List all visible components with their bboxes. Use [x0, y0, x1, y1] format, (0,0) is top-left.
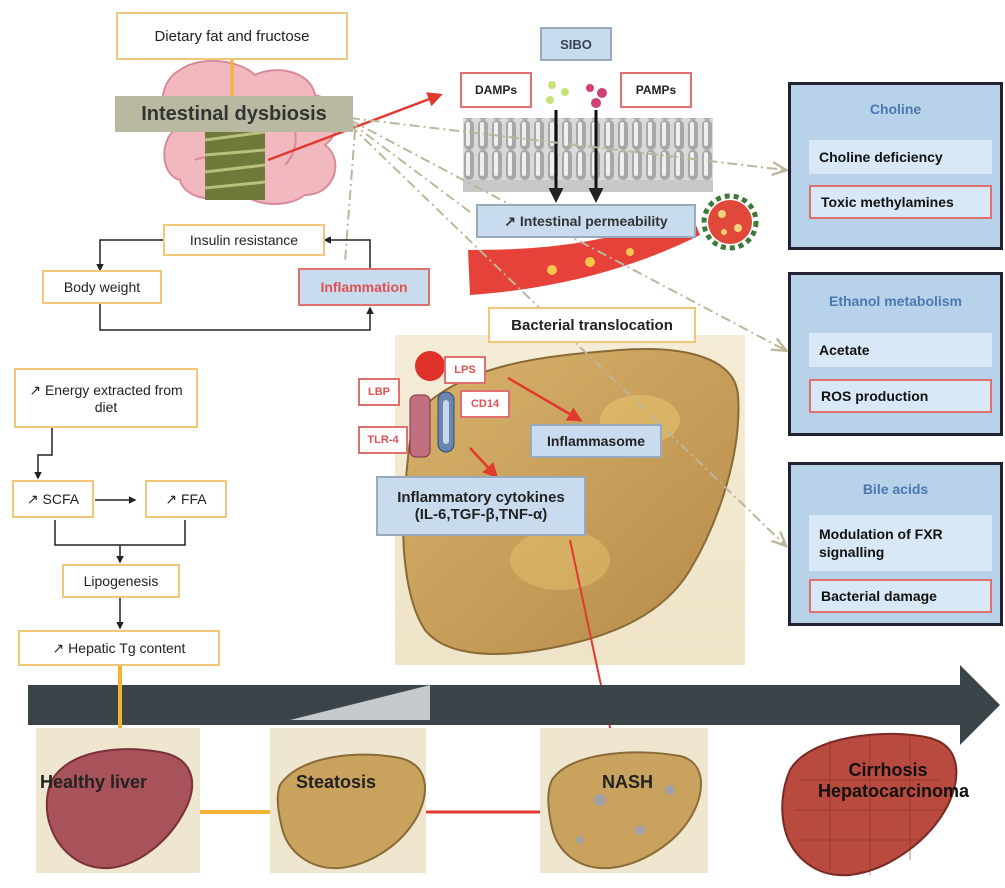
intestinal-wall-illustration [463, 118, 713, 192]
damp-particles [546, 81, 569, 104]
intestinal-dysbiosis-label: Intestinal dysbiosis [141, 103, 327, 126]
cirrhosis-label: Cirrhosis Hepatocarcinoma [818, 760, 958, 802]
lipogenesis-label: Lipogenesis [84, 573, 159, 589]
scfa-label: ↗ SCFA [27, 491, 79, 508]
toxic-methylamines-item: Toxic methylamines [809, 185, 992, 219]
lps-label: LPS [454, 364, 475, 376]
inflammation-label: Inflammation [320, 279, 407, 295]
hepatic-tg-box: ↗ Hepatic Tg content [18, 630, 220, 666]
cirrhosis-label-line1: Cirrhosis [818, 760, 958, 781]
intestinal-permeability-label: ↗ Intestinal permeability [504, 213, 667, 230]
body-weight-box: Body weight [42, 270, 162, 304]
choline-deficiency-item: Choline deficiency [809, 140, 992, 174]
intestine-illustration [162, 61, 337, 204]
pamps-box: PAMPs [620, 72, 692, 108]
sibo-label: SIBO [560, 37, 592, 52]
cytokines-label-line2: (IL-6,TGF-β,TNF-α) [415, 506, 548, 523]
healthy-liver-label: Healthy liver [40, 772, 147, 793]
bacterium-icon [704, 196, 756, 248]
bacterial-translocation-label: Bacterial translocation [511, 317, 673, 334]
bile-acids-title: Bile acids [791, 481, 1000, 497]
inflammation-to-insulin-arrow [325, 240, 370, 268]
hepatic-tg-label: ↗ Hepatic Tg content [53, 640, 186, 657]
choline-panel: Choline Choline deficiency Toxic methyla… [788, 82, 1003, 250]
tlr4-label: TLR-4 [367, 434, 398, 446]
sibo-box: SIBO [540, 27, 612, 61]
cd14-label: CD14 [471, 398, 499, 410]
ffa-label: ↗ FFA [165, 491, 206, 508]
bile-acids-panel: Bile acids Modulation of FXR signalling … [788, 462, 1003, 626]
cirrhosis-liver-illustration [782, 734, 956, 875]
choline-title: Choline [791, 101, 1000, 117]
ethanol-panel: Ethanol metabolism Acetate ROS productio… [788, 272, 1003, 436]
pamps-label: PAMPs [636, 83, 676, 97]
ros-production-item: ROS production [809, 379, 992, 413]
body-weight-label: Body weight [64, 279, 140, 295]
inflammation-box: Inflammation [298, 268, 430, 306]
lps-box: LPS [444, 356, 486, 384]
insulin-resistance-label: Insulin resistance [190, 232, 298, 248]
energy-extracted-label: ↗ Energy extracted from diet [26, 382, 186, 415]
cirrhosis-label-line2: Hepatocarcinoma [818, 781, 958, 802]
nash-label: NASH [602, 772, 653, 793]
pamp-particles [586, 84, 607, 108]
steatosis-label: Steatosis [296, 772, 376, 793]
dietary-fat-label: Dietary fat and fructose [154, 28, 309, 45]
inflammasome-box: Inflammasome [530, 424, 662, 458]
lbp-box: LBP [358, 378, 400, 406]
scfa-ffa-to-lipogenesis-arrow [55, 520, 185, 562]
energy-extracted-box: ↗ Energy extracted from diet [14, 368, 198, 428]
acetate-item: Acetate [809, 333, 992, 367]
insulin-resistance-box: Insulin resistance [163, 224, 325, 256]
damps-label: DAMPs [475, 83, 517, 97]
bacterial-damage-item: Bacterial damage [809, 579, 992, 613]
damps-box: DAMPs [460, 72, 532, 108]
scfa-box: ↗ SCFA [12, 480, 94, 518]
fxr-modulation-item: Modulation of FXR signalling [809, 515, 992, 571]
intestinal-dysbiosis-box: Intestinal dysbiosis [115, 96, 353, 132]
insulin-to-bodyweight-arrow [100, 240, 163, 270]
cytokines-label-line1: Inflammatory cytokines [397, 489, 565, 506]
intestinal-permeability-box: ↗ Intestinal permeability [476, 204, 696, 238]
inflammatory-cytokines-box: Inflammatory cytokines (IL-6,TGF-β,TNF-α… [376, 476, 586, 536]
dysbiosis-to-permeability-connector [350, 122, 470, 212]
bodyweight-to-inflammation-arrow [100, 303, 370, 330]
tlr4-box: TLR-4 [358, 426, 408, 454]
dietary-fat-box: Dietary fat and fructose [116, 12, 348, 60]
lipogenesis-box: Lipogenesis [62, 564, 180, 598]
ethanol-title: Ethanol metabolism [791, 293, 1000, 309]
lbp-label: LBP [368, 386, 390, 398]
inflammasome-label: Inflammasome [547, 433, 645, 449]
energy-to-scfa-arrow [38, 428, 52, 478]
ffa-box: ↗ FFA [145, 480, 227, 518]
dysbiosis-to-inflammation-connector [345, 130, 355, 262]
bacterial-translocation-box: Bacterial translocation [488, 307, 696, 343]
cd14-box: CD14 [460, 390, 510, 418]
